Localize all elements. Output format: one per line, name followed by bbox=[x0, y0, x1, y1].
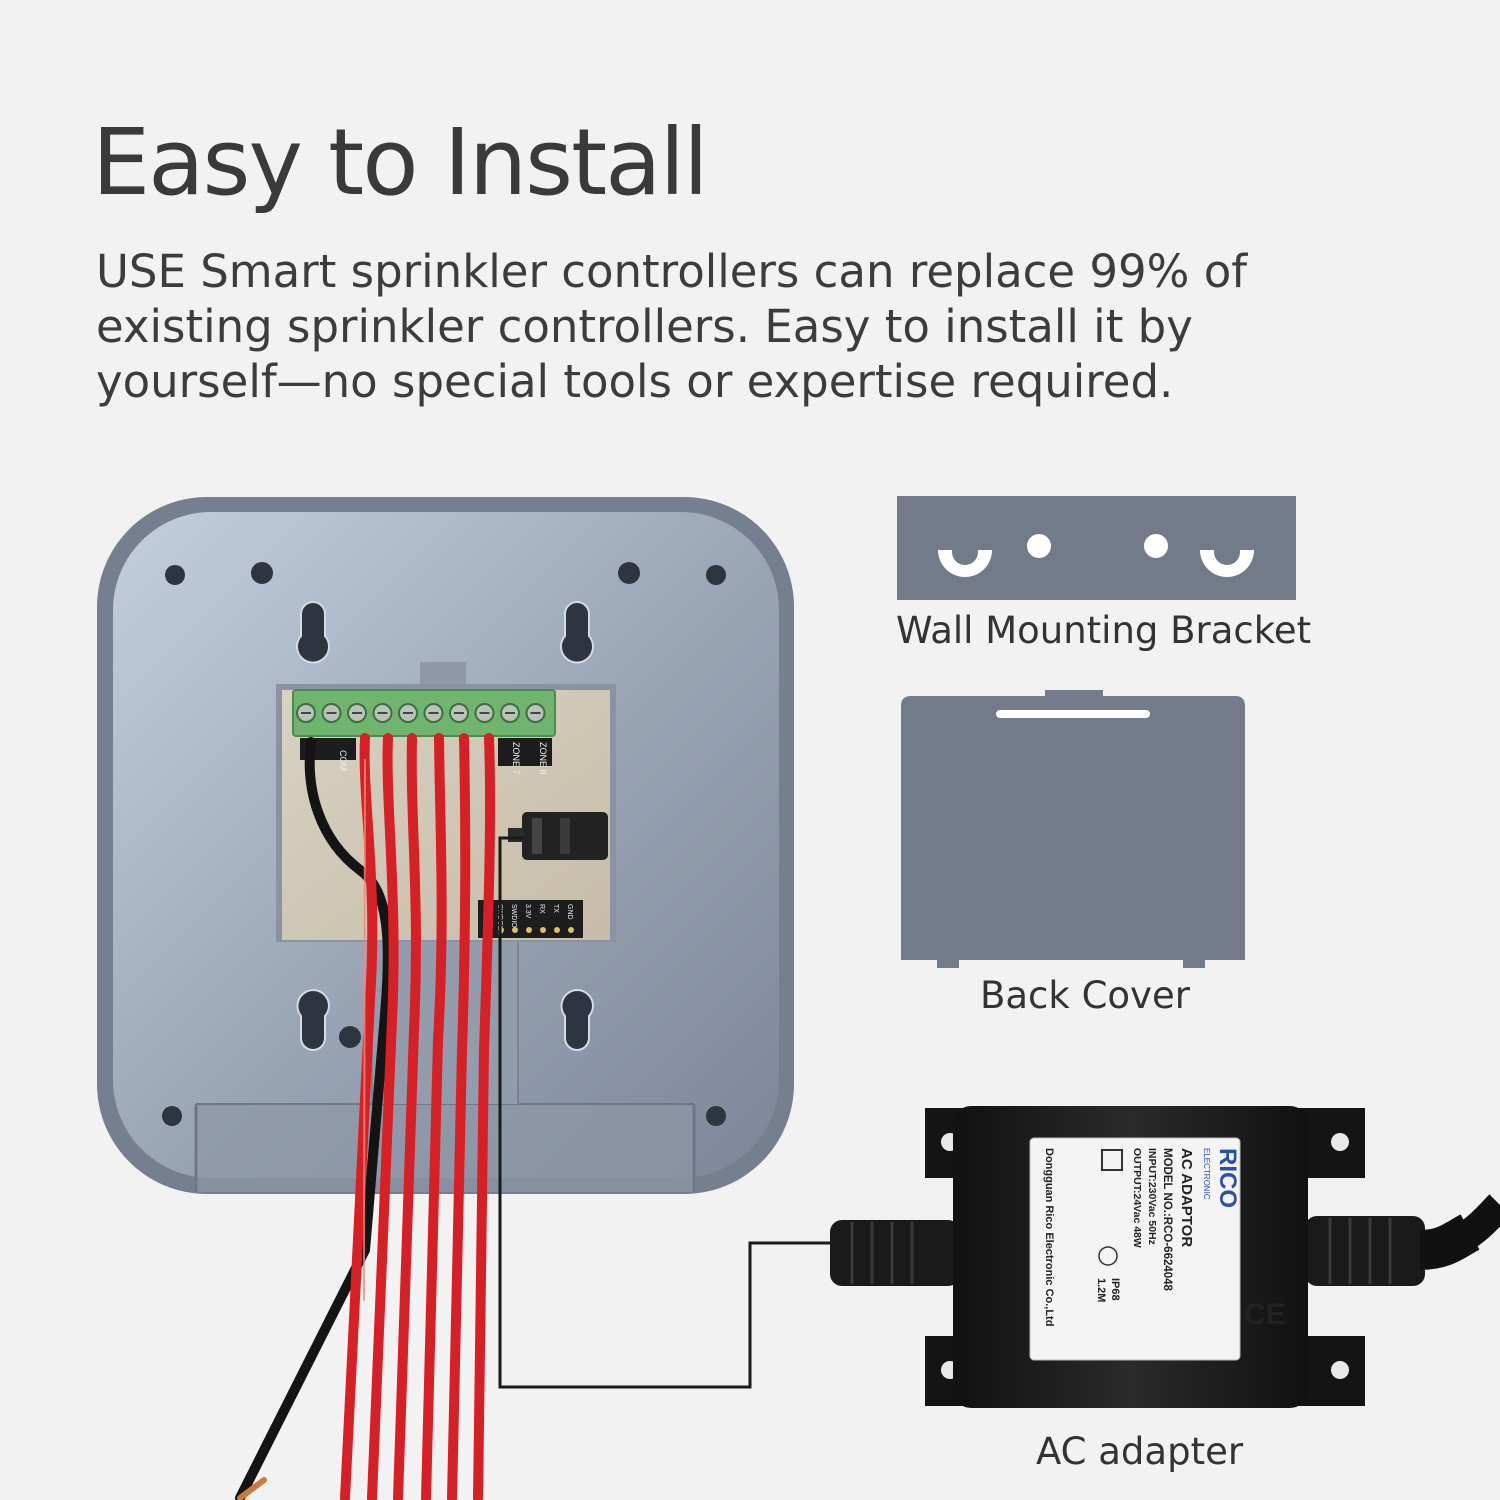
debug-pin bbox=[526, 927, 532, 933]
terminal-label-zone7: ZONE 7 bbox=[511, 742, 521, 775]
wall-mounting-bracket bbox=[897, 496, 1296, 600]
debug-pin-label: GND bbox=[566, 904, 573, 920]
zone-wires bbox=[235, 733, 840, 1500]
adapter-ce-mark: CE bbox=[1244, 1298, 1286, 1331]
adapter-manufacturer: Dongguan Rico Electronic Co.,Ltd bbox=[1043, 1148, 1055, 1326]
debug-pin bbox=[540, 927, 546, 933]
adapter-output: OUTPUT:24Vac 48W bbox=[1131, 1148, 1143, 1248]
dc-power-jack bbox=[508, 812, 608, 860]
adapter-brand-sub: ELECTRONIC bbox=[1202, 1148, 1211, 1200]
adapter-input: INPUT:230Vac 50Hz bbox=[1146, 1148, 1158, 1245]
adapter-label: RICO ELECTRONIC AC ADAPTOR MODEL NO.:RCO… bbox=[1043, 1148, 1286, 1331]
adapter-cable-length: 1.2M bbox=[1095, 1278, 1107, 1302]
ac-symbol bbox=[1098, 1246, 1118, 1266]
keyhole-slots bbox=[296, 600, 595, 1051]
caption-wall-mounting-bracket: Wall Mounting Bracket bbox=[896, 609, 1312, 652]
adapter-ip-rating: IP68 bbox=[1109, 1278, 1121, 1301]
red-wire-3 bbox=[393, 733, 421, 1500]
terminal-label-zone8: ZONE 8 bbox=[538, 742, 548, 775]
debug-pin-label: 3.3V bbox=[524, 904, 531, 919]
class-ii-symbol bbox=[1101, 1149, 1123, 1171]
caption-back-cover: Back Cover bbox=[980, 974, 1190, 1017]
back-cover bbox=[901, 690, 1245, 968]
red-wire-5 bbox=[447, 733, 471, 1500]
debug-pin-label: RX bbox=[538, 904, 545, 914]
intro-text: USE Smart sprinkler controllers can repl… bbox=[96, 245, 1248, 408]
caption-ac-adapter: AC adapter bbox=[1036, 1430, 1244, 1473]
power-connection-line bbox=[498, 836, 840, 1389]
ac-adapter bbox=[830, 1106, 1500, 1408]
red-wire-6 bbox=[473, 733, 496, 1500]
red-wire-4 bbox=[421, 733, 447, 1500]
terminal-label-com: COM bbox=[338, 750, 348, 771]
terminal-block: COM ZONE 7 ZONE 8 bbox=[292, 689, 556, 775]
debug-pin-label: SWDIO bbox=[510, 904, 517, 928]
debug-pin bbox=[568, 927, 574, 933]
page-title: Easy to Install bbox=[92, 109, 709, 216]
adapter-title: AC ADAPTOR bbox=[1178, 1148, 1195, 1247]
debug-pin bbox=[554, 927, 560, 933]
adapter-model: MODEL NO.:RCO-6624048 bbox=[1161, 1148, 1173, 1292]
adapter-brand: RICO bbox=[1214, 1148, 1241, 1208]
debug-pin bbox=[512, 927, 518, 933]
red-wire-2 bbox=[367, 733, 399, 1500]
debug-pin-label: TX bbox=[552, 904, 559, 913]
screw-holes bbox=[162, 562, 726, 1126]
